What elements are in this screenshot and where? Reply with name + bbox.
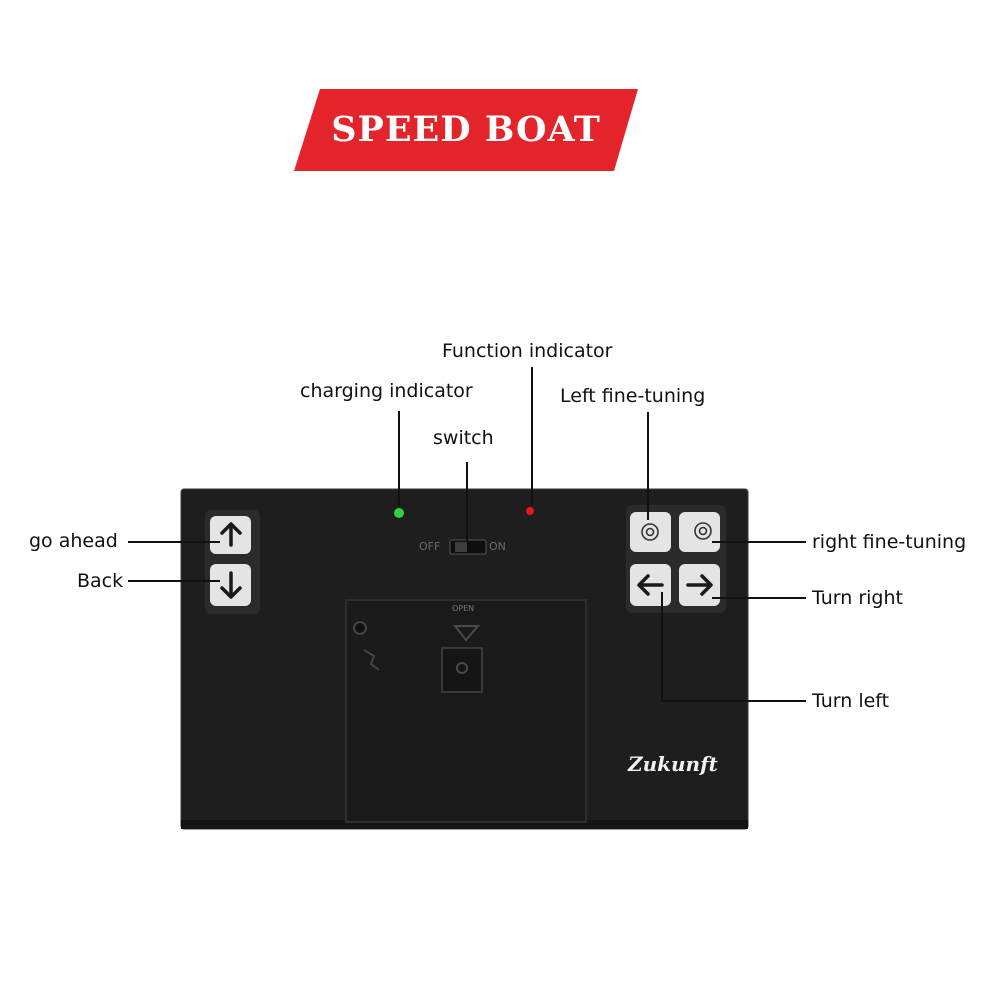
arrow-left-icon <box>637 574 664 596</box>
turn-left-button[interactable] <box>630 564 671 606</box>
speed-boat-banner: SPEED BOAT <box>292 87 640 173</box>
turn-right-label: Turn right <box>812 587 903 609</box>
trim-dial-icon <box>694 522 712 540</box>
right-fine-tuning-label: right fine-tuning <box>812 531 967 553</box>
antenna-hole <box>353 621 367 635</box>
left-fine-tuning-label: Left fine-tuning <box>560 385 706 407</box>
arrow-right-icon <box>686 574 713 596</box>
arrow-down-icon <box>220 571 242 599</box>
brand-logo: Zukunft <box>628 752 718 776</box>
turn-right-button[interactable] <box>679 564 720 606</box>
right-fine-tuning-button[interactable] <box>679 512 720 552</box>
trim-dial-icon <box>641 523 659 541</box>
arrow-up-icon <box>220 522 242 547</box>
switch-off-label: OFF <box>419 540 441 553</box>
function-indicator-label: Function indicator <box>442 340 613 362</box>
charging-indicator-label: charging indicator <box>300 380 473 402</box>
turn-left-label: Turn left <box>812 690 890 712</box>
switch-label: switch <box>433 427 494 449</box>
battery-cover-screw <box>441 647 483 693</box>
battery-cover <box>345 599 587 823</box>
left-fine-tuning-button[interactable] <box>630 512 671 552</box>
switch-on-label: ON <box>489 540 506 553</box>
go-ahead-label: go ahead <box>29 530 118 552</box>
function-indicator-led <box>526 507 534 515</box>
open-arrow-icon <box>452 625 481 642</box>
go-ahead-button[interactable] <box>210 516 251 554</box>
banner-shape <box>294 89 638 171</box>
turn-left-line <box>661 592 806 702</box>
banner-title: SPEED BOAT <box>331 109 601 150</box>
charging-indicator-led <box>394 508 404 518</box>
battery-cover-label: OPEN <box>452 604 475 613</box>
leader-lines <box>128 367 806 702</box>
back-button[interactable] <box>210 564 251 606</box>
back-label: Back <box>77 570 124 592</box>
